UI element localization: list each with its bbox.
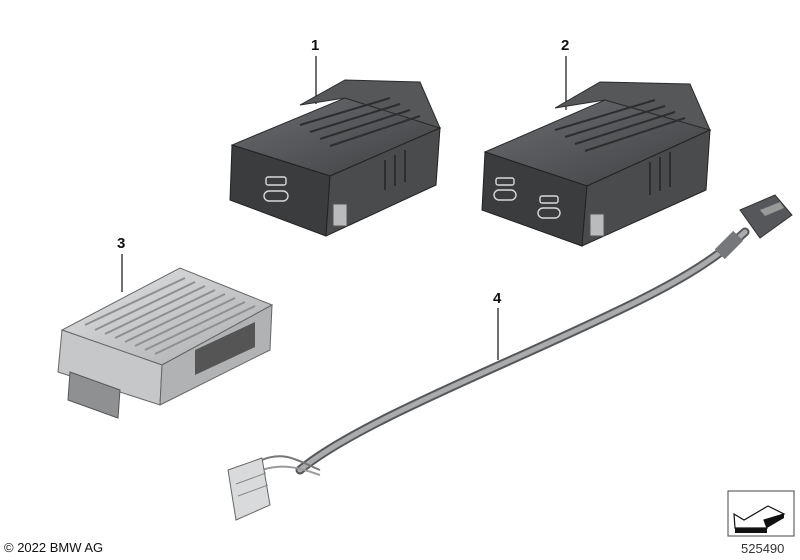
part-3-control-unit[interactable] xyxy=(57,267,274,419)
callout-1[interactable]: 1 xyxy=(311,37,320,54)
copyright-text: © 2022 BMW AG xyxy=(4,540,104,555)
usb-c-charging-icon xyxy=(493,177,561,219)
part-4-usb-cable[interactable] xyxy=(227,194,793,521)
callout-3[interactable]: 3 xyxy=(117,235,126,252)
arrow-navigation-icon[interactable] xyxy=(727,490,795,537)
usb-c-charging-icon xyxy=(263,176,289,202)
part-1-usb-socket[interactable] xyxy=(229,79,442,237)
callout-4[interactable]: 4 xyxy=(493,290,502,307)
part-2-usb-socket-double[interactable] xyxy=(481,81,712,247)
callout-2[interactable]: 2 xyxy=(561,37,570,54)
diagram-number: 525490 xyxy=(741,541,785,556)
